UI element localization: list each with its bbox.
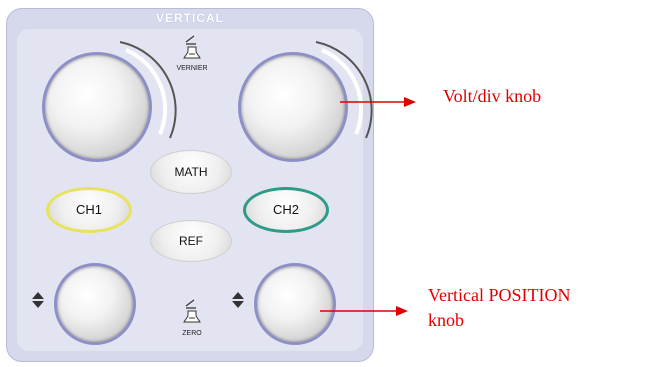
zero-label: ZERO [182, 330, 202, 337]
ch2-position-knob[interactable] [254, 263, 336, 345]
ch1-position-knob[interactable] [54, 263, 136, 345]
volt-div-arrow [340, 97, 416, 107]
ch1-volt-div-knob[interactable] [42, 52, 152, 162]
ch1-volt-div-arc [119, 41, 177, 139]
math-button[interactable]: MATH [150, 150, 232, 194]
right-updown-arrows-icon [232, 292, 244, 308]
volt-div-annotation: Volt/div knob [443, 86, 542, 106]
vertical-position-annotation-line2: knob [428, 310, 464, 330]
panel-title: VERTICAL [156, 11, 224, 25]
vertical-position-annotation-line1: Vertical POSITION [428, 285, 571, 305]
ch1-button[interactable]: CH1 [46, 187, 132, 233]
zero-push-icon [183, 299, 201, 323]
ch2-button[interactable]: CH2 [243, 187, 329, 233]
left-updown-arrows-icon [32, 292, 44, 308]
vernier-label: VERNIER [176, 65, 208, 72]
ref-button[interactable]: REF [150, 220, 232, 262]
ch2-volt-div-arc [315, 41, 373, 139]
vertical-position-arrow [320, 306, 408, 316]
ch2-volt-div-knob[interactable] [238, 52, 348, 162]
vernier-push-icon [183, 35, 201, 59]
